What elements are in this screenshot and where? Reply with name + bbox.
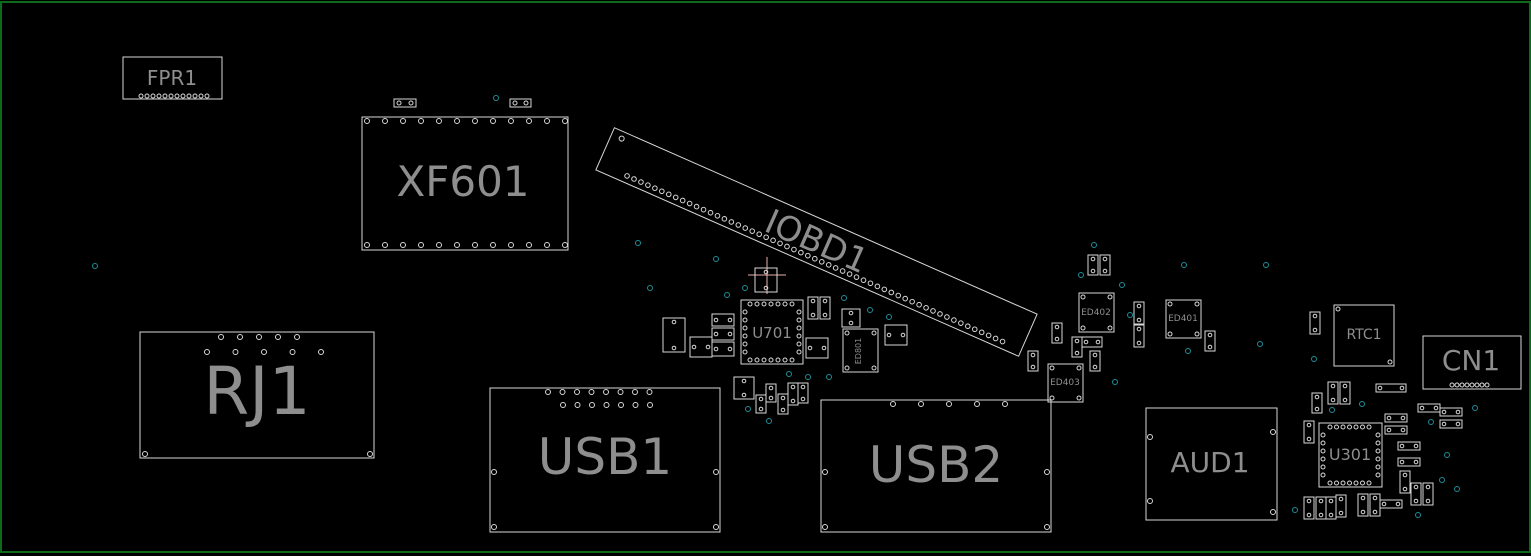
aud1-pins bbox=[1147, 429, 1276, 515]
ed403-label: ED403 bbox=[1050, 378, 1080, 388]
xf601-pins bbox=[364, 118, 568, 248]
component-aud1[interactable]: AUD1 bbox=[1145, 407, 1278, 521]
component-cn1[interactable]: CN1 bbox=[1422, 335, 1522, 390]
component-ed401[interactable]: ED401 bbox=[1165, 299, 1202, 339]
u701-pins bbox=[742, 301, 802, 363]
rj1-pins bbox=[142, 334, 373, 457]
ed801-pins bbox=[844, 330, 877, 371]
usb2-pins bbox=[822, 401, 1050, 530]
crosshair-marker bbox=[748, 257, 786, 294]
rtc1-pins bbox=[1335, 306, 1393, 365]
usb2-label: USB2 bbox=[869, 436, 1003, 494]
component-rtc1[interactable]: RTC1 bbox=[1333, 304, 1395, 367]
usb1-pins bbox=[491, 389, 719, 530]
ed401-pins bbox=[1167, 301, 1200, 337]
xf601-label: XF601 bbox=[396, 157, 529, 206]
component-xf601[interactable]: XF601 bbox=[361, 116, 569, 251]
ed801-label: ED801 bbox=[854, 338, 863, 364]
component-usb2[interactable]: USB2 bbox=[820, 399, 1052, 533]
iobd1-pins bbox=[618, 135, 1006, 345]
ed402-pins bbox=[1080, 294, 1113, 331]
fpr1-label: FPR1 bbox=[147, 66, 197, 90]
u301-label: U301 bbox=[1329, 445, 1371, 464]
vias bbox=[92, 95, 1478, 518]
component-ed801[interactable]: ED801 bbox=[842, 328, 879, 373]
rtc1-label: RTC1 bbox=[1346, 327, 1381, 343]
component-rj1[interactable]: RJ1 bbox=[139, 331, 375, 459]
passive-components bbox=[662, 254, 1463, 520]
component-ed402[interactable]: ED402 bbox=[1078, 292, 1115, 333]
ed403-pins bbox=[1049, 365, 1082, 401]
small-parts-top bbox=[393, 98, 532, 108]
aud1-label: AUD1 bbox=[1170, 446, 1249, 479]
ed402-label: ED402 bbox=[1081, 308, 1111, 318]
ed401-label: ED401 bbox=[1168, 314, 1198, 324]
usb1-label: USB1 bbox=[538, 428, 672, 486]
iobd1-label: IOBD1 bbox=[759, 202, 874, 282]
u301-pins bbox=[1320, 424, 1381, 486]
u701-label: U701 bbox=[752, 324, 792, 342]
component-usb1[interactable]: USB1 bbox=[489, 387, 721, 533]
cn1-pins bbox=[1449, 382, 1490, 388]
component-ed403[interactable]: ED403 bbox=[1047, 363, 1084, 403]
component-iobd1[interactable]: IOBD1 bbox=[595, 127, 1038, 357]
component-u701[interactable]: U701 bbox=[740, 299, 804, 365]
fpr1-pins bbox=[138, 93, 210, 99]
rj1-label: RJ1 bbox=[203, 353, 310, 430]
cn1-label: CN1 bbox=[1442, 344, 1500, 377]
component-u301[interactable]: U301 bbox=[1318, 422, 1383, 488]
component-fpr1[interactable]: FPR1 bbox=[122, 56, 223, 100]
